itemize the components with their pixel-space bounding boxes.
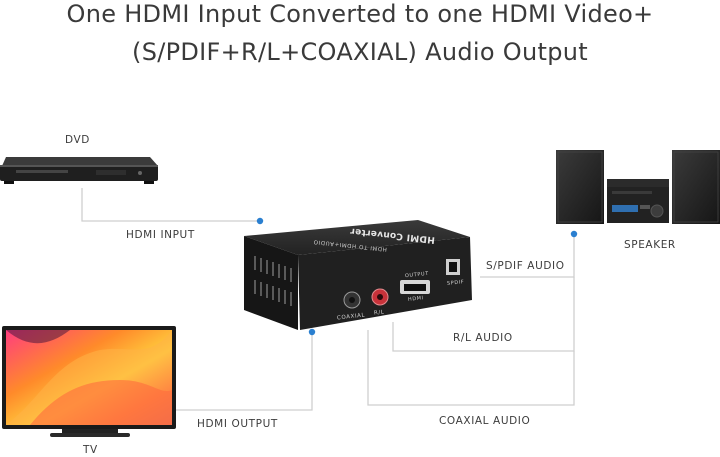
connection-label-hdmi-output: HDMI OUTPUT (197, 418, 278, 430)
connection-label-rl-audio: R/L AUDIO (453, 332, 513, 344)
hdmi-output-dot (308, 328, 316, 336)
device-label-dvd: DVD (65, 134, 90, 146)
hdmi-input-line (81, 188, 260, 222)
vent-slots (254, 256, 292, 306)
port-label-rl: R/L (373, 309, 385, 317)
device-label-speaker: SPEAKER (624, 239, 676, 251)
diagram-title-line2: (S/PDIF+R/L+COAXIAL) Audio Output (132, 38, 588, 66)
speaker-dot (570, 230, 578, 238)
rl-audio-line (392, 277, 575, 352)
hdmi-output-line (176, 332, 313, 411)
connection-dots (256, 217, 578, 336)
dvd-player-illustration (0, 157, 158, 184)
connection-label-coaxial-audio: COAXIAL AUDIO (439, 415, 531, 427)
diagram-title-line1: One HDMI Input Converted to one HDMI Vid… (66, 0, 654, 28)
connection-label-hdmi-input: HDMI INPUT (126, 229, 195, 241)
speaker-illustration (556, 150, 720, 224)
coaxial-audio-line (367, 330, 575, 406)
device-label-tv: TV (83, 444, 98, 456)
hdmi-input-dot (256, 217, 264, 225)
hdmi-converter-illustration (244, 220, 472, 330)
connection-lines (81, 188, 575, 411)
connection-label-spdif-audio: S/PDIF AUDIO (486, 260, 565, 272)
tv-illustration (2, 326, 176, 437)
